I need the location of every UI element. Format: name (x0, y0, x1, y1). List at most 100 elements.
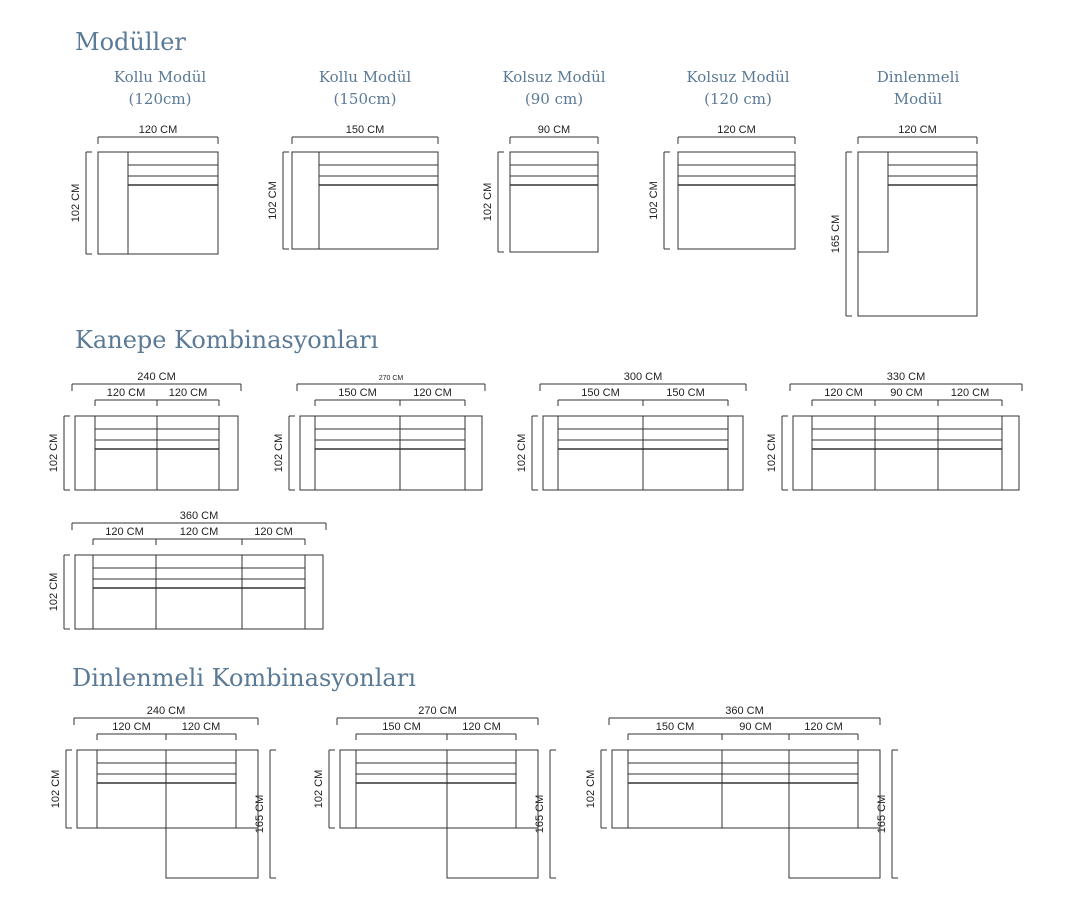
module-label-line1: Kollu Modül (113, 68, 207, 86)
chaise-extension (788, 827, 881, 879)
dim-module-3-width-label: 90 CM (538, 124, 570, 136)
module-label-kollu-150: Kollu Modül (150cm) (319, 66, 411, 110)
dim-module-5-height-label: 165 CM (830, 215, 842, 254)
armrest (339, 749, 357, 829)
armrest (74, 554, 94, 630)
dim-sofa-part-label: 120 CM (105, 526, 144, 538)
dim-chaise-2-total-label: 270 CM (418, 705, 457, 717)
dim-module-2-width-label: 150 CM (346, 124, 385, 136)
armrest (291, 151, 320, 250)
sofa-seat-segment (557, 415, 644, 491)
module-label-line2: (150cm) (333, 90, 397, 108)
dim-chaise-part-label: 120 CM (182, 721, 221, 733)
armrest (542, 415, 559, 491)
module-label-line2: Modül (893, 90, 943, 108)
dim-chaise-3-height-label: 102 CM (585, 770, 597, 809)
chaise-seat-segment (96, 749, 167, 829)
sofa-seat-segment (874, 415, 939, 491)
chaise-seat-segment (446, 749, 517, 829)
module-1-seat (127, 151, 219, 255)
dim-module-4-width-label: 120 CM (717, 124, 756, 136)
dim-module-4-height-label: 102 CM (648, 181, 660, 220)
dim-sofa-part-label: 150 CM (338, 387, 377, 399)
dim-chaise-part-label: 120 CM (112, 721, 151, 733)
dim-sofa-part-label: 150 CM (666, 387, 705, 399)
module-label-line1: Kolsuz Modül (686, 68, 790, 86)
chaise-seat-segment (627, 749, 723, 829)
dim-sofa-3-total-label: 300 CM (624, 371, 663, 383)
dim-chaise-part-label: 120 CM (804, 721, 843, 733)
dim-sofa-part-label: 120 CM (254, 526, 293, 538)
armrest (611, 749, 629, 829)
sofa-seat-segment (314, 415, 401, 491)
dim-module-2-height-label: 102 CM (267, 181, 279, 220)
sofa-seat-segment (92, 554, 157, 630)
armrest (299, 415, 316, 491)
dim-module-3-height-label: 102 CM (482, 183, 494, 222)
dim-sofa-5-height-label: 102 CM (48, 573, 60, 612)
armrest (464, 415, 483, 491)
dim-sofa-4-total-label: 330 CM (887, 371, 926, 383)
module-label-line2: (90 cm) (524, 90, 584, 108)
dim-module-1-height-label: 102 CM (70, 184, 82, 223)
module-label-dinlenmeli: Dinlenmeli Modül (877, 66, 960, 110)
armrest (76, 749, 98, 829)
sofa-seat-segment (155, 554, 243, 630)
module-label-kollu-120: Kollu Modül (120cm) (114, 66, 206, 110)
module-2-seat (318, 151, 439, 250)
dim-chaise-part-label: 90 CM (739, 721, 771, 733)
module-label-line1: Dinlenmeli (876, 68, 960, 86)
dim-chaise-3-total-label: 360 CM (725, 705, 764, 717)
chaise-extension (165, 827, 259, 879)
chaise-seat-segment (788, 749, 859, 829)
sofa-combinations-section-title: Kanepe Kombinasyonları (75, 326, 379, 354)
dim-chaise-1-height-label: 102 CM (50, 770, 62, 809)
chaise-combinations-section-title: Dinlenmeli Kombinasyonları (72, 664, 416, 692)
dim-chaise-3-depth-label: 165 CM (876, 795, 888, 834)
module-label-line1: Kollu Modül (318, 68, 412, 86)
chaise-seat-segment (355, 749, 448, 829)
dim-sofa-1-height-label: 102 CM (48, 434, 60, 473)
chaise-seat-segment (721, 749, 790, 829)
dim-module-1-width-label: 120 CM (139, 124, 178, 136)
sofa-seat-segment (156, 415, 220, 491)
dim-sofa-part-label: 120 CM (951, 387, 990, 399)
armrest (218, 415, 239, 491)
dim-sofa-part-label: 120 CM (180, 526, 219, 538)
armrest (304, 554, 324, 630)
dim-chaise-part-label: 150 CM (656, 721, 695, 733)
module-label-line2: (120 cm) (704, 90, 772, 108)
armrest (792, 415, 813, 491)
sofa-seat-segment (642, 415, 729, 491)
chaise-extension (446, 827, 539, 879)
dim-chaise-part-label: 150 CM (382, 721, 421, 733)
module-label-line2: (120cm) (128, 90, 192, 108)
sofa-seat-segment (937, 415, 1003, 491)
module-3-seat (509, 151, 599, 253)
dim-module-5-width-label: 120 CM (898, 124, 937, 136)
armrest (857, 151, 889, 253)
dim-chaise-part-label: 120 CM (462, 721, 501, 733)
sofa-seat-segment (94, 415, 158, 491)
sofa-seat-segment (811, 415, 876, 491)
armrest (1001, 415, 1020, 491)
dim-chaise-1-total-label: 240 CM (147, 705, 186, 717)
sofa-seat-segment (241, 554, 306, 630)
module-label-line1: Kolsuz Modül (502, 68, 606, 86)
chaise-seat-segment (165, 749, 237, 829)
dim-chaise-2-height-label: 102 CM (313, 770, 325, 809)
dim-sofa-part-label: 120 CM (107, 387, 146, 399)
dim-sofa-1-total-label: 240 CM (137, 371, 176, 383)
dim-sofa-2-height-label: 102 CM (273, 434, 285, 473)
modules-section-title: Modüller (75, 28, 186, 56)
module-4-seat (677, 151, 796, 250)
armrest (74, 415, 96, 491)
dim-sofa-part-label: 120 CM (824, 387, 863, 399)
module-label-kolsuz-90: Kolsuz Modül (90 cm) (502, 66, 605, 110)
dim-sofa-3-height-label: 102 CM (516, 434, 528, 473)
dim-sofa-part-label: 120 CM (169, 387, 208, 399)
dim-sofa-5-total-label: 360 CM (180, 510, 219, 522)
sofa-seat-segment (399, 415, 466, 491)
dim-sofa-part-label: 120 CM (413, 387, 452, 399)
